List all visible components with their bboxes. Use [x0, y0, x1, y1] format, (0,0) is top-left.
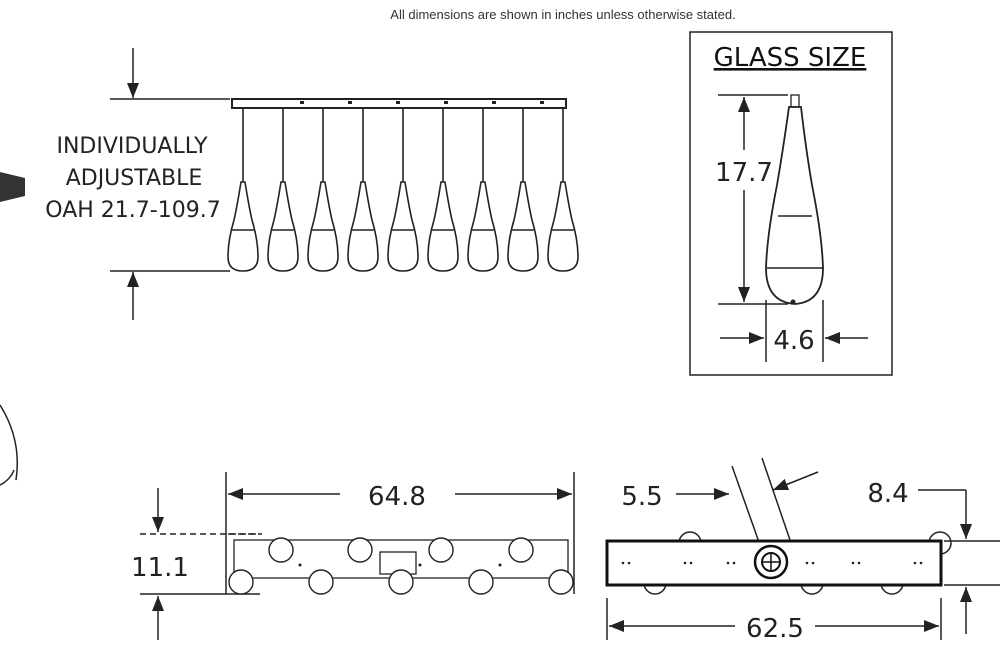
- partial-glass-fragment: [0, 404, 19, 481]
- pendant: [547, 108, 579, 272]
- canopy-length-value: 62.5: [746, 614, 804, 644]
- adjustable-label-2: ADJUSTABLE: [66, 166, 203, 191]
- mount-points: [621, 561, 923, 565]
- pendant-glass: [227, 181, 259, 272]
- mount-dot: [627, 561, 631, 565]
- adjustable-label-1: INDIVIDUALLY: [56, 134, 208, 159]
- pendant-glass: [347, 181, 379, 272]
- top-pendant-circle: [508, 537, 534, 563]
- stem-arrow-right: [772, 471, 819, 491]
- mount-dot: [683, 561, 687, 565]
- mount-dot: [857, 561, 861, 565]
- canopy-mark: [492, 101, 496, 104]
- mount-dot: [732, 561, 736, 565]
- top-pendant-circle: [388, 569, 414, 595]
- top-mount-dot: [298, 563, 302, 567]
- glass-size-border: [689, 31, 893, 376]
- mount-dot: [726, 561, 730, 565]
- mount-dot: [689, 561, 693, 565]
- glass-size-panel: GLASS SIZE 17.7 4.6: [689, 31, 893, 376]
- mount-dot: [919, 561, 923, 565]
- mount-dot: [913, 561, 917, 565]
- pendant-glass: [507, 181, 539, 272]
- top-pendant-circle: [347, 537, 373, 563]
- glass-size-title: GLASS SIZE: [714, 43, 867, 73]
- pendants: [227, 101, 579, 272]
- pendant-glass: [547, 181, 579, 272]
- canopy-mark: [300, 101, 304, 104]
- pendant: [227, 108, 259, 272]
- top-pendant-circle: [428, 537, 454, 563]
- oah-label: OAH 21.7-109.7: [45, 198, 220, 223]
- pendant: [467, 108, 499, 272]
- top-depth-value: 11.1: [131, 553, 189, 583]
- top-pendant-circle: [468, 569, 494, 595]
- pendant-glass: [427, 181, 459, 272]
- pendant-glass: [387, 181, 419, 272]
- top-view: 64.8 11.1: [131, 472, 575, 640]
- pendant: [347, 108, 379, 272]
- pendant-glass: [267, 181, 299, 272]
- front-view: INDIVIDUALLY ADJUSTABLE OAH 21.7-109.7: [0, 48, 579, 486]
- dimensions-note: All dimensions are shown in inches unles…: [390, 7, 735, 22]
- canopy-view: 5.5 8.4 62.5: [605, 457, 1000, 644]
- left-arrow-fragment: [0, 172, 25, 202]
- canopy-width-value: 8.4: [867, 479, 908, 509]
- mount-dot: [805, 561, 809, 565]
- mount-dot: [621, 561, 625, 565]
- pendant: [267, 108, 299, 272]
- mount-dot: [811, 561, 815, 565]
- canopy-mark: [396, 101, 400, 104]
- top-pendant-circle: [228, 569, 254, 595]
- stem-value: 5.5: [621, 482, 662, 512]
- mount-dot: [851, 561, 855, 565]
- glass-height-value: 17.7: [715, 158, 773, 188]
- top-pendant-circle: [548, 569, 574, 595]
- top-pendant-circle: [308, 569, 334, 595]
- glass-drop-outline: [765, 106, 824, 305]
- glass-stem: [790, 94, 800, 108]
- pendant: [387, 108, 419, 272]
- pendant-glass: [467, 181, 499, 272]
- top-mount-dot: [498, 563, 502, 567]
- pendant-glass: [307, 181, 339, 272]
- top-mount-dot: [418, 563, 422, 567]
- pendant: [427, 108, 459, 272]
- canopy-mark: [540, 101, 544, 104]
- pendant: [507, 108, 539, 272]
- glass-width-value: 4.6: [773, 326, 814, 356]
- top-pendant-circle: [268, 537, 294, 563]
- pendant: [307, 108, 339, 272]
- top-pendants: [228, 533, 574, 595]
- canopy-mark: [348, 101, 352, 104]
- canopy-mark: [444, 101, 448, 104]
- top-length-value: 64.8: [368, 482, 426, 512]
